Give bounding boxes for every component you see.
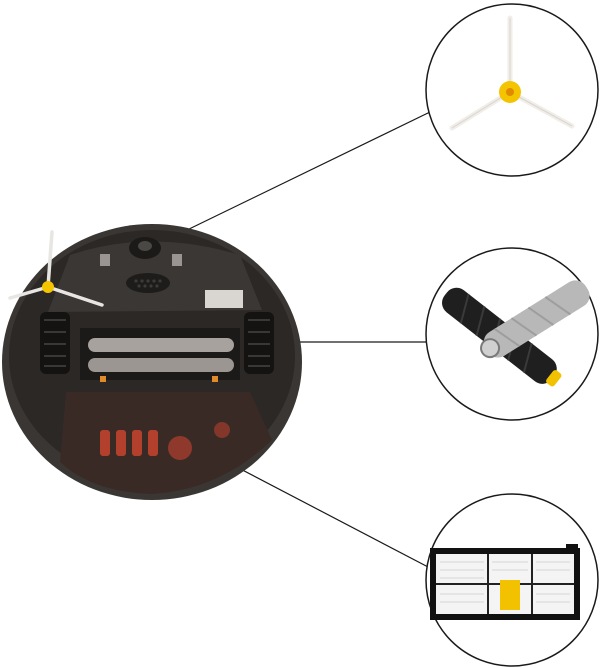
callout-side-brush: [425, 3, 599, 177]
leader-line-side-brush: [149, 111, 431, 249]
roller-brushes-icon: [442, 280, 590, 387]
callout-rollers: [425, 247, 599, 421]
vacuum-side-brush: [8, 230, 104, 307]
battery-grille: [126, 273, 170, 293]
roller-cage: [80, 328, 240, 380]
callout-filter: [425, 493, 599, 667]
indicator-lights: [100, 422, 230, 460]
robot-vacuum: [2, 224, 302, 500]
filter-icon: [430, 544, 580, 620]
bin-door: [60, 392, 272, 494]
label-sticker: [205, 290, 243, 308]
filter-tab: [500, 580, 520, 610]
